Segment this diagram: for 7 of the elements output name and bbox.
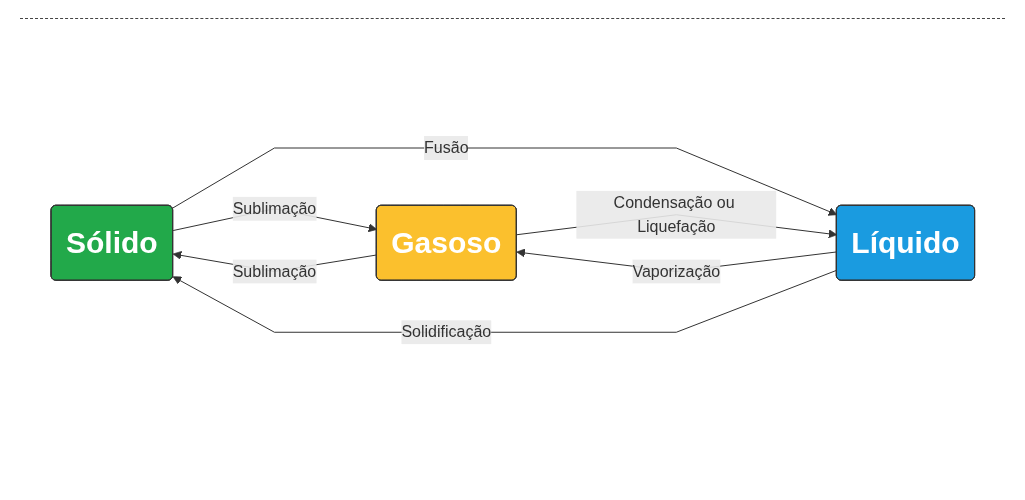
edge-label: Sublimação: [232, 262, 316, 280]
edge-label: Fusão: [423, 138, 469, 156]
edge-label: Sublimação: [232, 199, 316, 217]
edge-label: Solidificação: [401, 323, 491, 341]
edge-label: Vaporização: [632, 262, 720, 280]
edge-label: Condensação ou Liquefação: [613, 193, 735, 235]
arrow: [171, 147, 837, 216]
